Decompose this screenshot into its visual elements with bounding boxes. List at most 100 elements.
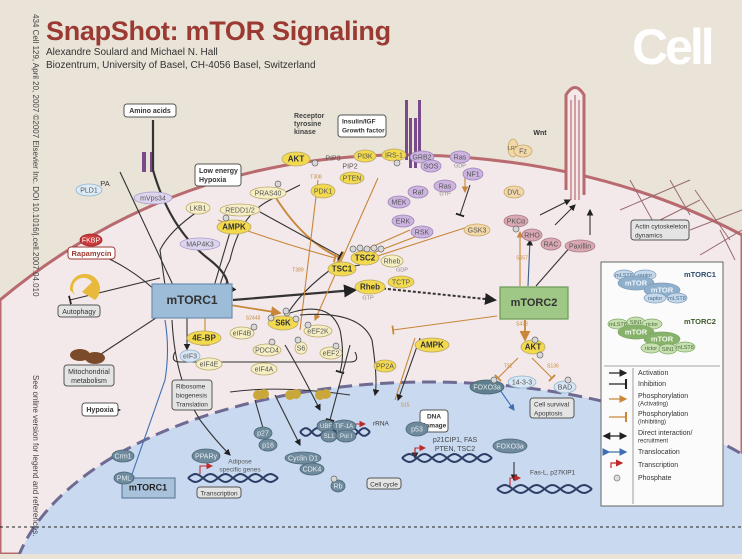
node-irs1: IRS-1 xyxy=(381,148,407,162)
node-shape xyxy=(521,228,543,242)
node-tsc1: TSC1 xyxy=(327,261,357,277)
subunit-label: SIN1 xyxy=(630,320,642,326)
node-label: NF1 xyxy=(466,171,479,178)
node-label: PDCD4 xyxy=(255,347,279,354)
node-ras_gdp: Ras xyxy=(449,150,471,164)
node-ampk: AMPK xyxy=(216,219,252,235)
label: Wnt xyxy=(533,130,547,137)
legend-mtorc1-title: mTORC1 xyxy=(684,270,716,279)
node-eif4b: eIF4B xyxy=(229,326,255,340)
box-label: biogenesis xyxy=(176,393,208,400)
node-label: Rb xyxy=(334,483,343,490)
node-fz: Fz xyxy=(513,144,533,158)
node-label: PI3K xyxy=(357,153,373,160)
node-label: IRS-1 xyxy=(385,152,403,159)
node-shape xyxy=(330,479,346,493)
node-label: mVps34 xyxy=(140,195,166,202)
label: specific genes xyxy=(219,467,261,474)
legend-item-double: Direct interaction/recruitment xyxy=(602,430,693,445)
node-label: RHO xyxy=(524,232,540,239)
node-label: FOXO3a xyxy=(473,384,501,391)
node-eef2k: eEF2K xyxy=(303,324,333,338)
node-shape xyxy=(391,214,415,228)
process-cell-cycle: Cell cycle xyxy=(366,477,402,490)
node-shape xyxy=(507,375,537,389)
node-p16: p16 xyxy=(258,438,278,452)
label: p21CIP1, FAS xyxy=(433,437,478,444)
node-label: AKT xyxy=(288,155,305,164)
node-rho: RHO xyxy=(521,228,543,242)
node-rsk: RSK xyxy=(410,225,434,239)
box-label: Apoptosis xyxy=(534,411,563,418)
edge xyxy=(494,357,519,382)
phosphate-icon xyxy=(613,474,621,482)
node-shape xyxy=(414,337,450,353)
subunit-label: mLST8 xyxy=(668,296,686,302)
node-label: PIP2 xyxy=(342,163,357,170)
node-shape xyxy=(319,346,343,360)
edge xyxy=(274,394,301,446)
node-label: Rheb xyxy=(360,283,380,292)
node-shape xyxy=(195,357,223,371)
label: kinase xyxy=(294,129,316,136)
node-label: 4E-BP xyxy=(192,334,216,343)
phosphate-icon xyxy=(267,314,275,322)
label: PTEN, TSC2 xyxy=(435,446,475,453)
phosphate-icon xyxy=(512,225,520,233)
mtorc2-complex xyxy=(499,286,569,320)
node-shape xyxy=(281,151,311,167)
node-label: Ras xyxy=(439,183,452,190)
authors: Alexandre Soulard and Michael N. Hall xyxy=(46,47,218,58)
node-label: PIP3 xyxy=(325,155,340,162)
node-s6: S6 xyxy=(294,341,308,355)
node-sos: SOS xyxy=(420,159,442,173)
node-shape xyxy=(407,185,429,199)
legend-label: Phosphate xyxy=(638,475,672,482)
node-crm1: Crm1 xyxy=(111,449,135,463)
node-shape xyxy=(335,429,357,443)
box-label: Amino acids xyxy=(129,108,171,115)
box-label: Mitochondrial xyxy=(68,369,110,376)
subunit-shape xyxy=(617,324,655,340)
edge-aminoacids-mtorc1 xyxy=(151,120,237,297)
node-label: GSK3 xyxy=(468,227,487,234)
node-pip3: PIP3 xyxy=(325,155,340,162)
node-tsc2: TSC2 xyxy=(350,250,380,266)
box-label: metabolism xyxy=(71,378,107,385)
node-label: p53 xyxy=(411,426,423,433)
node-label: eIF3 xyxy=(183,353,197,360)
phosphate-icon xyxy=(311,159,319,167)
transcription-icon xyxy=(610,459,624,468)
node-eif3: eIF3 xyxy=(179,349,201,363)
edge xyxy=(299,179,319,331)
transcription-arrow xyxy=(199,462,214,474)
node-label: GRB2 xyxy=(412,154,431,161)
phosphate-icon xyxy=(268,338,276,346)
subunit-shape xyxy=(617,275,655,291)
node-rheb: Rheb xyxy=(354,279,386,295)
label: S15 xyxy=(401,402,410,408)
subunit-label: mTOR xyxy=(625,327,648,336)
node-label: RAC xyxy=(544,241,559,248)
legend-label: Phosphorylation xyxy=(638,393,688,400)
node-shape xyxy=(410,225,434,239)
node-label: PP2A xyxy=(376,363,394,370)
dna-icon xyxy=(496,483,593,495)
legend-label: Inhibition xyxy=(638,381,666,388)
edge xyxy=(526,238,534,287)
node-raf: Raf xyxy=(407,185,429,199)
legend-label: Phosphorylation xyxy=(638,411,688,418)
node-s6k: S6K xyxy=(267,315,299,331)
node-label: eEF2 xyxy=(323,350,340,357)
edge xyxy=(299,313,380,397)
node-label: PKCα xyxy=(507,218,525,225)
node-pp2a: PP2A xyxy=(373,359,397,373)
phosphate-icon xyxy=(282,307,290,315)
signal-hypoxia: Hypoxia xyxy=(81,402,119,417)
box-label: Hypoxia xyxy=(86,407,113,414)
node-nf1: NF1 xyxy=(462,167,484,181)
